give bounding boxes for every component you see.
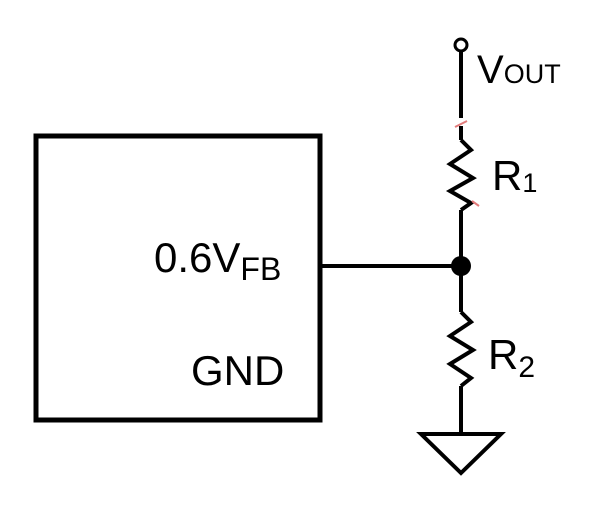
r1-label-sub: 1: [522, 168, 537, 198]
ic-block: [33, 133, 323, 423]
r2-resistor-icon: [446, 310, 477, 388]
r2-label: R2: [488, 331, 535, 384]
vout-label: VOUT: [477, 48, 561, 92]
r2-label-sub: 2: [518, 351, 535, 384]
r1-label: R1: [492, 152, 537, 199]
ground-icon: [416, 432, 506, 476]
fb-pin-label-sub: FB: [240, 251, 281, 287]
r1-resistor-icon: [445, 138, 477, 212]
vout-label-main: V: [477, 48, 504, 92]
r2-label-main: R: [488, 331, 518, 378]
gnd-pin-label: GND: [191, 347, 284, 394]
r1-label-main: R: [492, 152, 522, 199]
r1-top-lead-tint: [454, 120, 468, 128]
vout-label-sub: OUT: [504, 59, 561, 89]
r1-bottom-lead-tint: [471, 200, 480, 207]
fb-pin-label-main: 0.6V: [154, 234, 240, 281]
vout-terminal-icon: [453, 37, 469, 53]
fb-pin-label: 0.6VFB: [154, 234, 281, 287]
